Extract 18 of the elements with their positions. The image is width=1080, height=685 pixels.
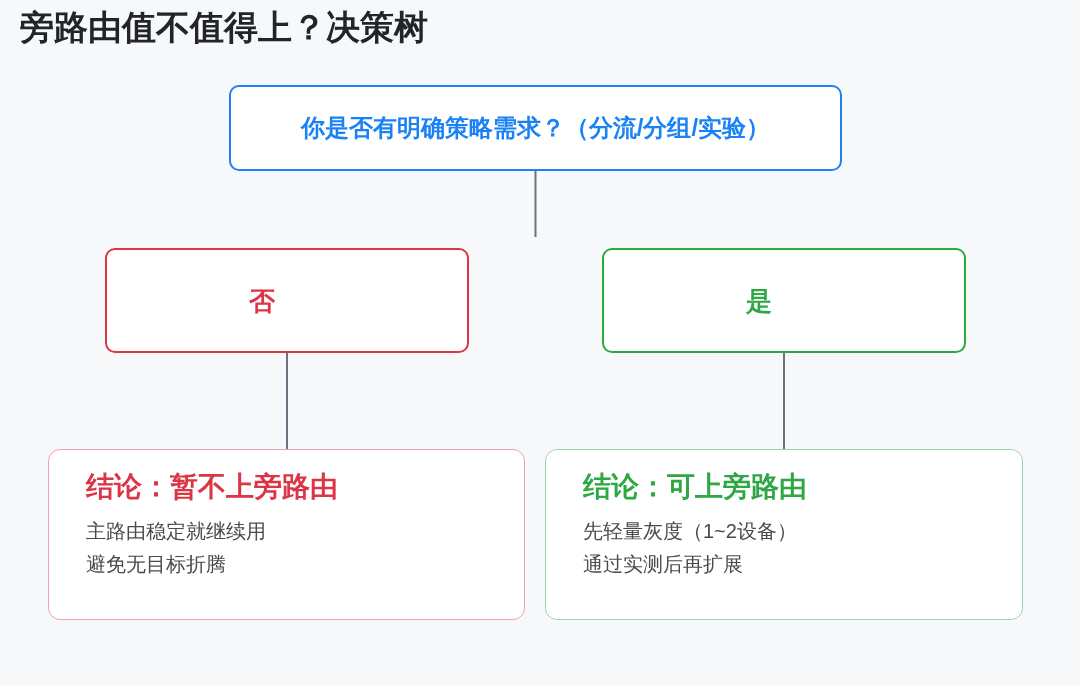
connector-line <box>534 170 537 238</box>
connector-line <box>783 352 785 450</box>
conclusion-heading: 结论：暂不上旁路由 <box>86 470 338 504</box>
conclusion-heading: 结论：可上旁路由 <box>583 470 807 504</box>
diagram-title: 旁路由值不值得上？决策树 <box>20 7 428 48</box>
option-box <box>105 248 469 353</box>
conclusion-text: 主路由稳定就继续用 <box>86 519 266 544</box>
connector-line <box>286 352 288 450</box>
option-label: 否 <box>249 284 275 317</box>
conclusion-card <box>545 449 1023 620</box>
conclusion-text: 先轻量灰度（1~2设备） <box>583 519 797 544</box>
option-label: 是 <box>746 284 772 317</box>
question-box <box>229 85 842 171</box>
question-text: 你是否有明确策略需求？（分流/分组/实验） <box>300 113 771 143</box>
conclusion-text: 避免无目标折腾 <box>86 552 226 577</box>
conclusion-text: 通过实测后再扩展 <box>583 552 743 577</box>
option-box <box>602 248 966 353</box>
conclusion-card <box>48 449 525 620</box>
